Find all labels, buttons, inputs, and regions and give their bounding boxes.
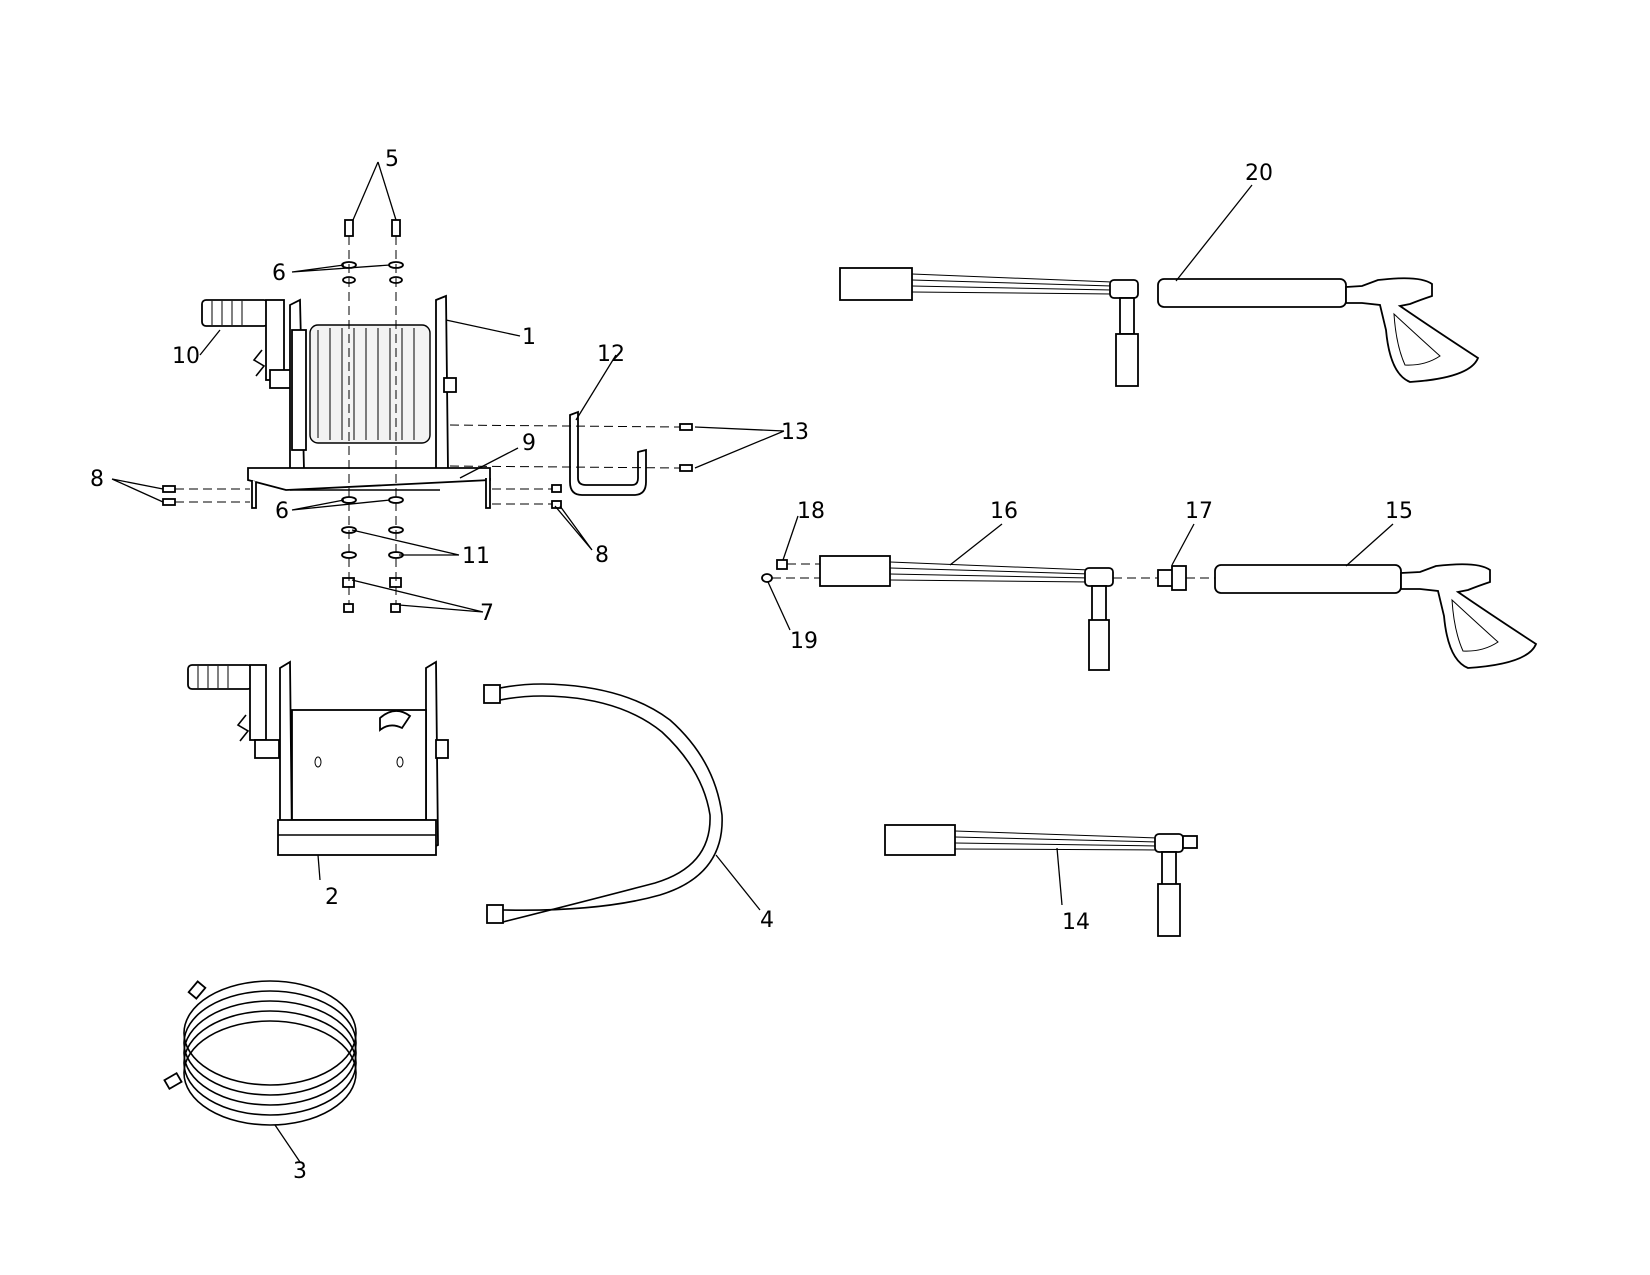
callout-4: 4	[760, 908, 774, 933]
callout-9: 9	[522, 431, 536, 456]
callout-20: 20	[1245, 161, 1273, 186]
leader-lines	[111, 161, 1394, 1163]
callout-labels: 1 2 3 4 5 6 6 7 8 8 9 10 11 12 13 14 15 …	[90, 147, 1413, 1184]
callout-8-left: 8	[90, 467, 104, 492]
spray-gun-icon	[1214, 563, 1538, 669]
spray-gun-assembly-icon	[839, 267, 1480, 387]
callout-5: 5	[385, 147, 399, 172]
callout-18: 18	[797, 499, 825, 524]
callout-16: 16	[990, 499, 1018, 524]
callout-11: 11	[462, 544, 490, 569]
lance-icon	[819, 555, 1114, 671]
adapter-icon	[1157, 565, 1187, 591]
wall-bracket-icon	[569, 410, 647, 496]
callout-8-right: 8	[595, 543, 609, 568]
callout-14: 14	[1062, 910, 1090, 935]
callout-15: 15	[1385, 499, 1413, 524]
nozzle-icon	[761, 559, 788, 583]
callout-12: 12	[597, 342, 625, 367]
callout-1: 1	[522, 325, 536, 350]
reel-frame-icon	[187, 660, 449, 856]
callout-6-bottom: 6	[275, 499, 289, 524]
callout-10: 10	[172, 344, 200, 369]
wall-bolt-icon	[679, 423, 693, 472]
coiled-hose-icon	[163, 980, 357, 1126]
hose-reel-assembly-icon	[201, 294, 491, 509]
callout-6-top: 6	[272, 261, 286, 286]
callout-17: 17	[1185, 499, 1213, 524]
short-lance-icon	[884, 824, 1198, 937]
connector-hose-icon	[483, 683, 723, 924]
callout-19: 19	[790, 629, 818, 654]
nut-icon	[341, 496, 404, 613]
callout-3: 3	[293, 1159, 307, 1184]
side-bolt-icon	[162, 484, 562, 509]
callout-2: 2	[325, 885, 339, 910]
bolt-icon	[341, 219, 404, 284]
callout-13: 13	[781, 420, 809, 445]
callout-7: 7	[480, 601, 494, 626]
